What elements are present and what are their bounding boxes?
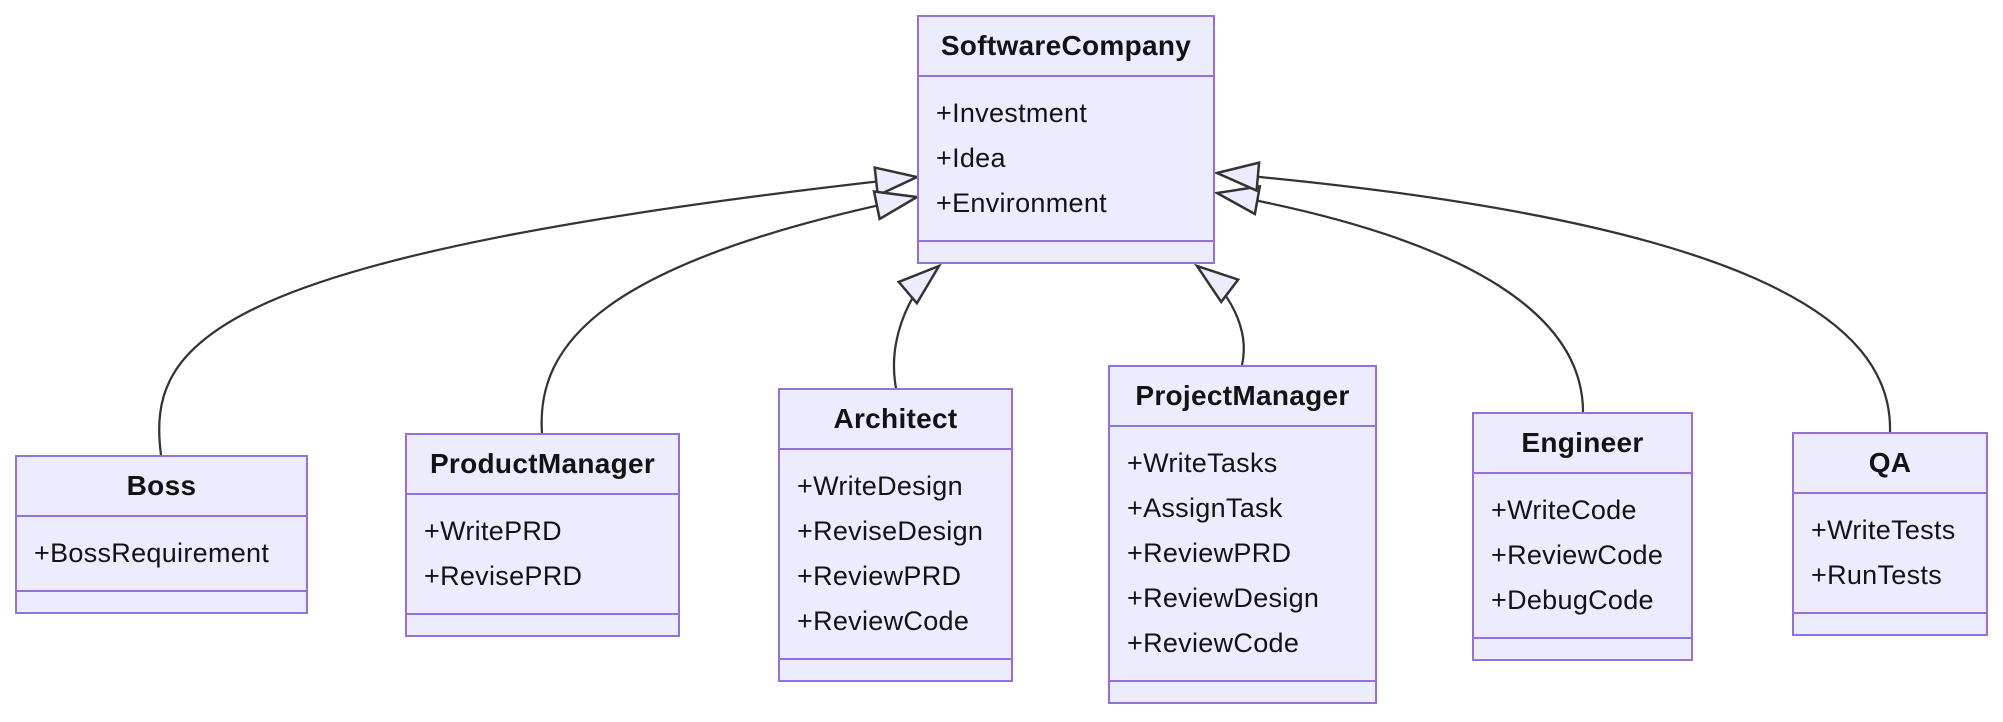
methods-compartment-empty <box>407 613 678 635</box>
class-attribute: +ReviewCode <box>1491 540 1664 570</box>
class-attribute: +Environment <box>936 188 1107 218</box>
class-attribute: +BossRequirement <box>34 538 270 568</box>
methods-compartment-empty <box>1794 612 1986 634</box>
attributes-compartment: +WriteDesign +ReviseDesign +ReviewPRD +R… <box>780 450 1011 658</box>
class-box-boss: Boss +BossRequirement <box>15 455 308 614</box>
class-attribute: +ReviewDesign <box>1127 583 1320 613</box>
class-name: ProjectManager <box>1110 367 1375 427</box>
class-attribute: +ReviseDesign <box>797 516 984 546</box>
methods-compartment-empty <box>1110 680 1375 702</box>
methods-compartment-empty <box>919 240 1213 262</box>
class-attribute: +WriteTasks <box>1127 448 1278 478</box>
class-attribute: +DebugCode <box>1491 585 1654 615</box>
class-attribute: +ReviewPRD <box>797 561 962 591</box>
class-name: SoftwareCompany <box>919 17 1213 77</box>
attributes-compartment: +WritePRD +RevisePRD <box>407 495 678 613</box>
class-attribute: +WritePRD <box>424 516 562 546</box>
edge-architect-to-softwarecompany <box>892 263 942 389</box>
attributes-compartment: +WriteTests +RunTests <box>1794 494 1986 612</box>
class-name: QA <box>1794 434 1986 494</box>
class-name: Engineer <box>1474 414 1691 474</box>
class-box-projectmanager: ProjectManager +WriteTasks +AssignTask +… <box>1108 365 1377 704</box>
edge-engineer-to-softwarecompany <box>1213 184 1585 413</box>
attributes-compartment: +Investment +Idea +Environment <box>919 77 1213 240</box>
class-attribute: +ReviewCode <box>1127 628 1300 658</box>
class-attribute: +RevisePRD <box>424 561 583 591</box>
edge-qa-to-softwarecompany <box>1213 161 1892 433</box>
edge-productmanager-to-softwarecompany <box>540 190 921 434</box>
attributes-compartment: +WriteTasks +AssignTask +ReviewPRD +Revi… <box>1110 427 1375 680</box>
methods-compartment-empty <box>780 658 1011 680</box>
class-name: ProductManager <box>407 435 678 495</box>
attributes-compartment: +BossRequirement <box>17 517 306 590</box>
class-box-architect: Architect +WriteDesign +ReviseDesign +Re… <box>778 388 1013 682</box>
methods-compartment-empty <box>17 590 306 612</box>
class-attribute: +WriteTests <box>1811 515 1956 545</box>
methods-compartment-empty <box>1474 637 1691 659</box>
class-name: Architect <box>780 390 1011 450</box>
class-attribute: +ReviewPRD <box>1127 538 1292 568</box>
class-attribute: +ReviewCode <box>797 606 970 636</box>
class-box-softwarecompany: SoftwareCompany +Investment +Idea +Envir… <box>917 15 1215 264</box>
class-attribute: +Idea <box>936 143 1006 173</box>
edge-projectmanager-to-softwarecompany <box>1193 263 1245 366</box>
class-box-qa: QA +WriteTests +RunTests <box>1792 432 1988 636</box>
class-box-productmanager: ProductManager +WritePRD +RevisePRD <box>405 433 680 637</box>
class-attribute: +AssignTask <box>1127 493 1283 523</box>
class-name: Boss <box>17 457 306 517</box>
class-box-engineer: Engineer +WriteCode +ReviewCode +DebugCo… <box>1472 412 1693 661</box>
class-attribute: +WriteCode <box>1491 495 1637 525</box>
class-attribute: +Investment <box>936 98 1088 128</box>
attributes-compartment: +WriteCode +ReviewCode +DebugCode <box>1474 474 1691 637</box>
class-attribute: +WriteDesign <box>797 471 963 501</box>
edge-boss-to-softwarecompany <box>158 165 921 456</box>
class-attribute: +RunTests <box>1811 560 1943 590</box>
